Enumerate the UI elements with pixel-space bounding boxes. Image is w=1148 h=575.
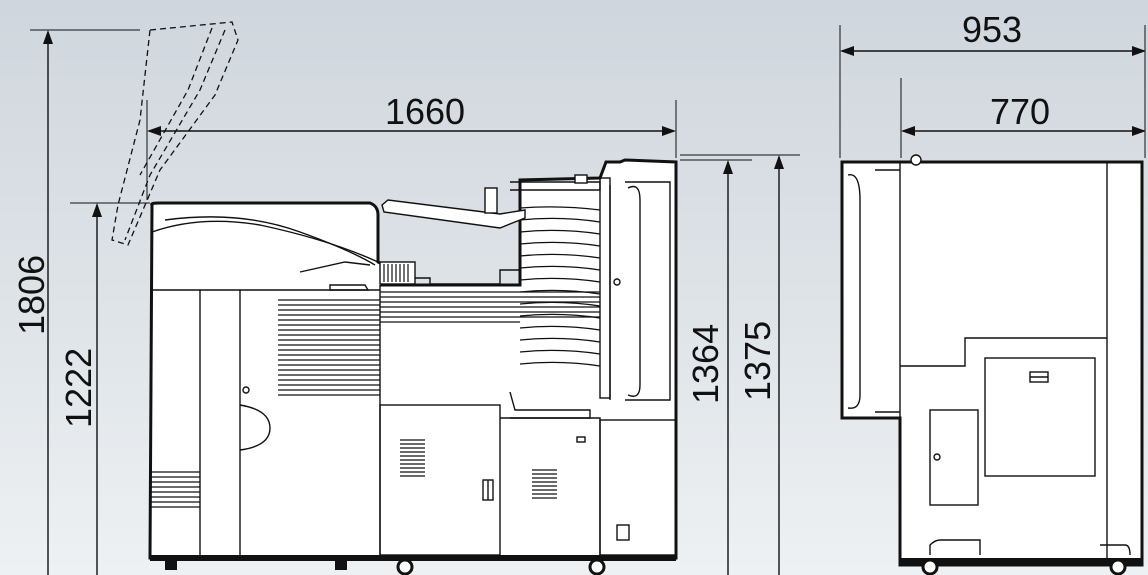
label-1806: 1806 xyxy=(11,254,52,335)
label-770: 770 xyxy=(989,91,1051,132)
label-1222: 1222 xyxy=(58,347,99,428)
side-view xyxy=(840,154,1144,575)
dim-line-1660 xyxy=(146,100,677,200)
dim-line-770 xyxy=(900,78,1146,158)
dim-line-1375 xyxy=(680,154,800,575)
dim-line-1222 xyxy=(70,202,150,575)
dim-line-1364 xyxy=(680,159,752,575)
label-1660: 1660 xyxy=(384,91,466,132)
dim-line-1806 xyxy=(30,29,140,575)
label-953: 953 xyxy=(961,9,1023,50)
caster-wheels xyxy=(165,558,606,575)
main-unit xyxy=(148,158,678,575)
label-1375: 1375 xyxy=(737,320,778,401)
open-cover-outline xyxy=(111,21,239,246)
label-1364: 1364 xyxy=(685,323,726,404)
dim-line-953 xyxy=(839,25,1146,158)
